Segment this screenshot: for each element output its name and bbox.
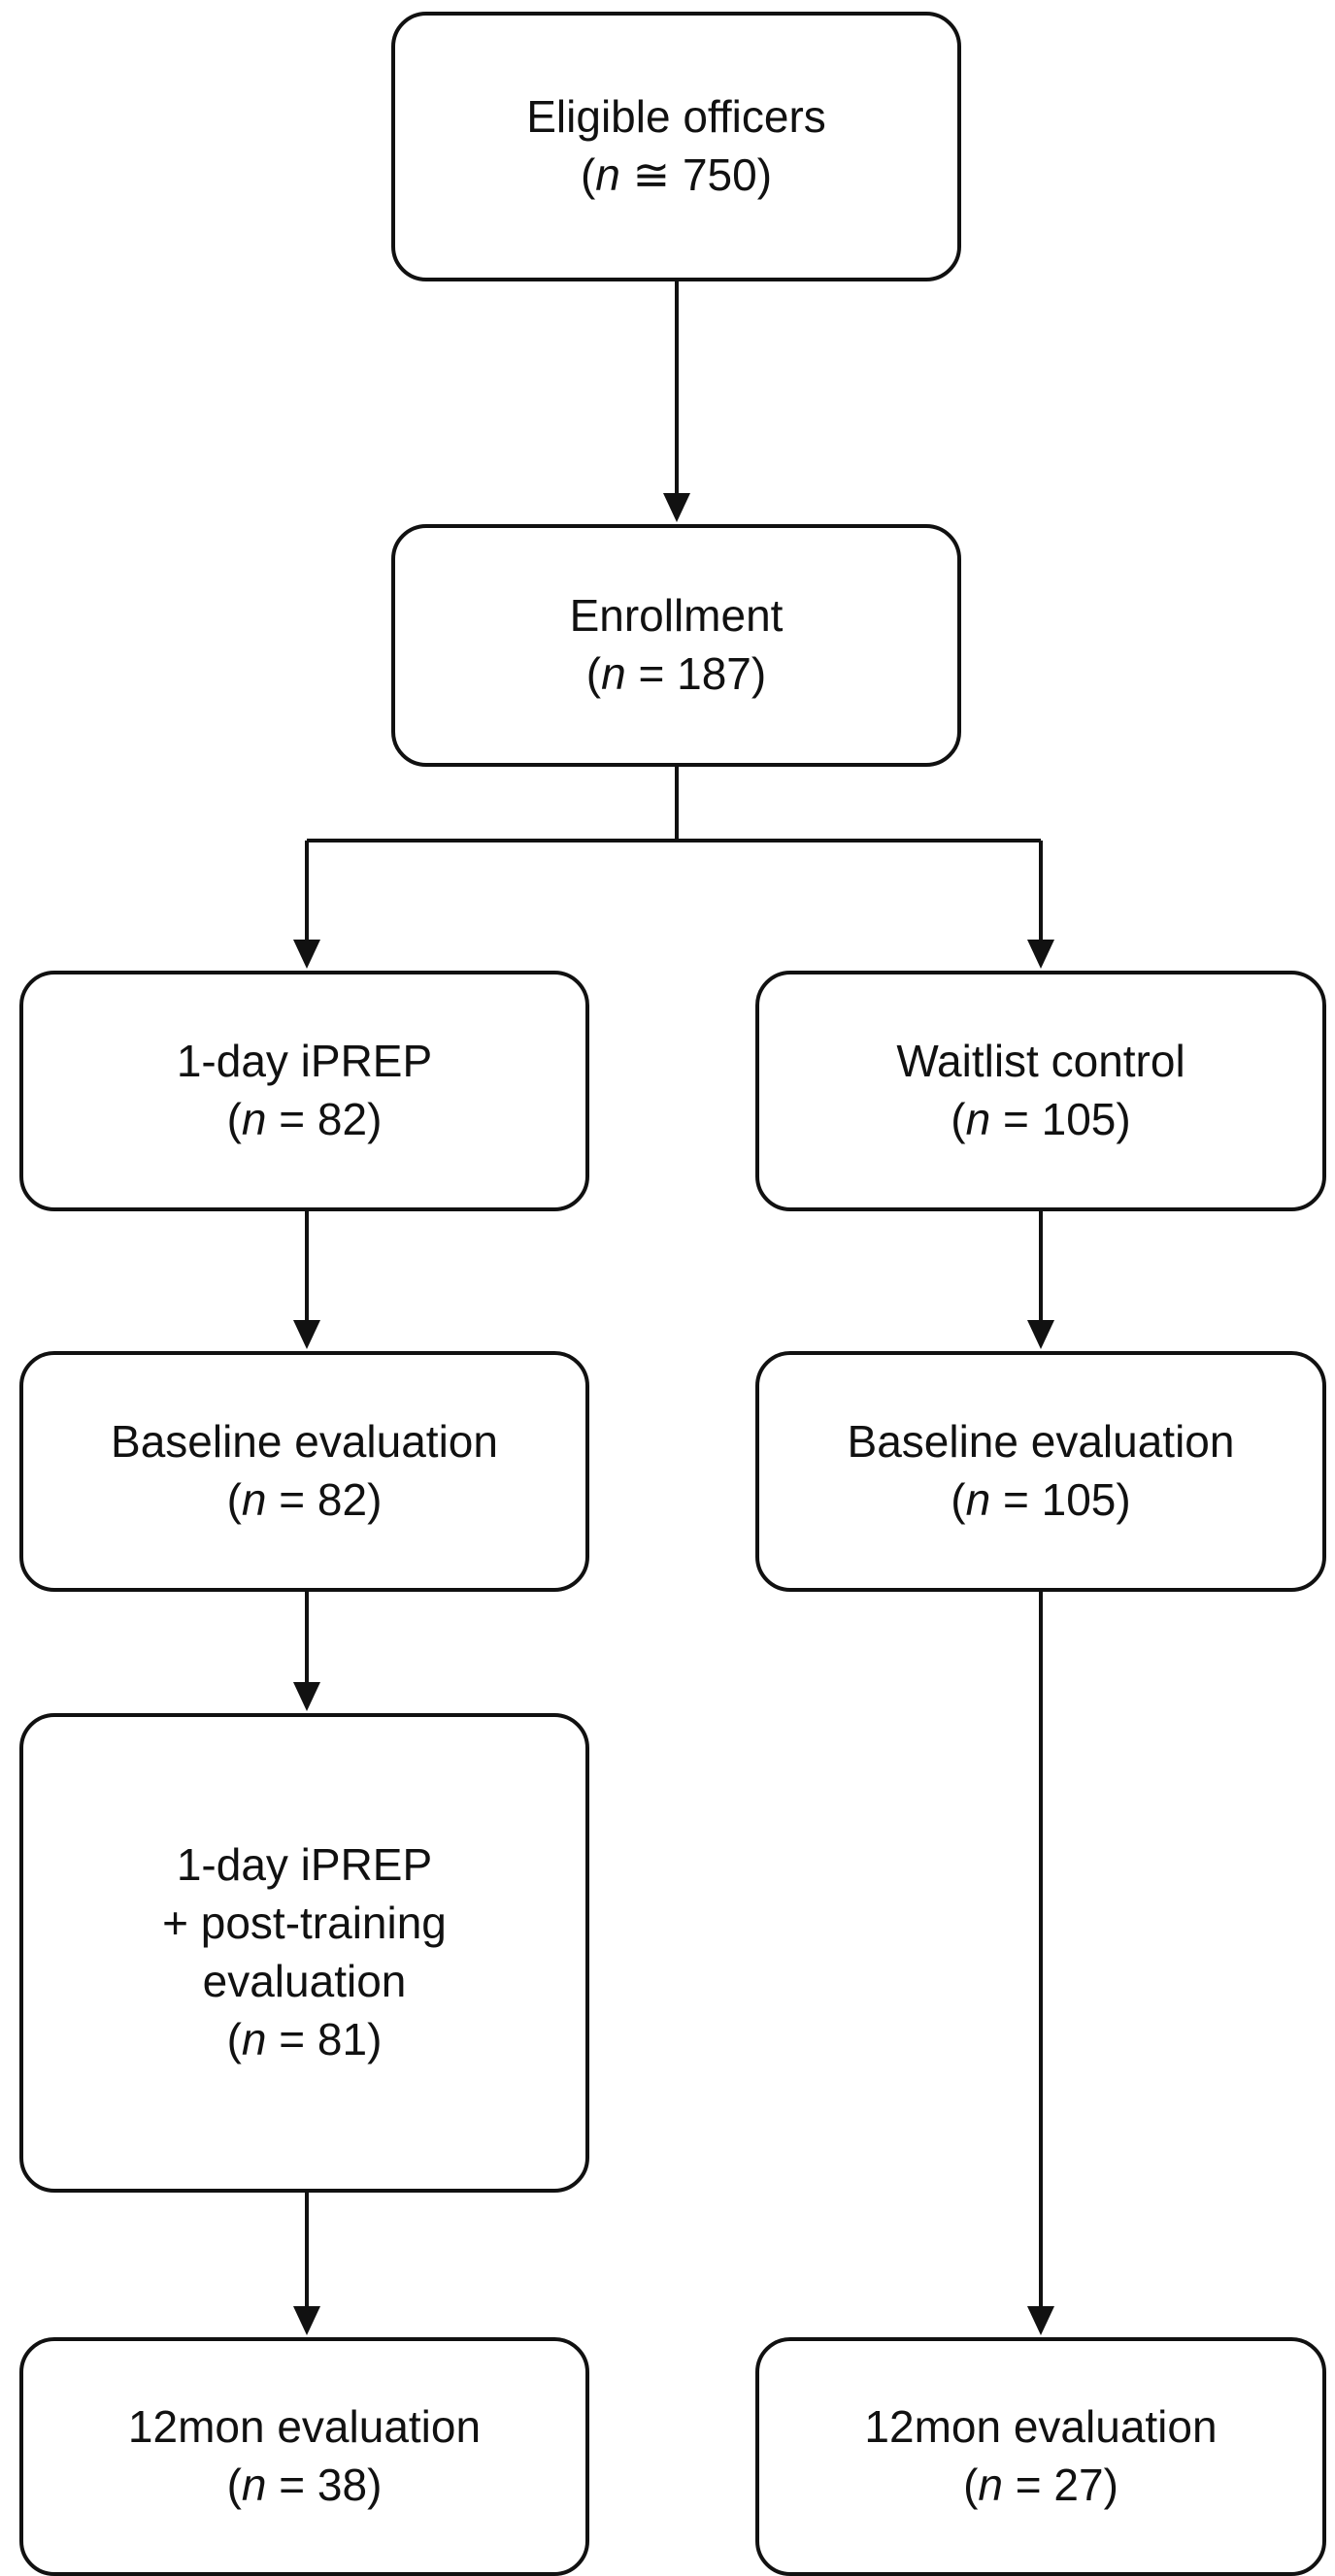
control-12mon-box: 12mon evaluation (n = 27) <box>755 2337 1326 2576</box>
control-baseline-count: (n = 105) <box>951 1474 1131 1525</box>
arrowhead-baseline-left <box>293 1320 320 1349</box>
iprep-baseline-label: Baseline evaluation <box>111 1416 498 1468</box>
enrollment-count: (n = 187) <box>585 648 767 699</box>
n-symbol: n <box>241 1094 267 1144</box>
n-symbol: n <box>241 1474 267 1525</box>
eligible-label: Eligible officers <box>526 91 826 143</box>
n-symbol: n <box>965 1094 991 1144</box>
n-symbol: n <box>965 1474 991 1525</box>
arrowhead-12mon-left <box>293 2306 320 2335</box>
control-baseline-box: Baseline evaluation (n = 105) <box>755 1351 1326 1592</box>
post-training-label-line: evaluation <box>202 1956 407 2006</box>
n-symbol: n <box>241 2013 267 2064</box>
eligible-count: (n ≅ 750) <box>580 149 773 200</box>
iprep-12mon-box: 12mon evaluation (n = 38) <box>19 2337 589 2576</box>
n-symbol: n <box>241 2460 267 2510</box>
arrowhead-baseline-right <box>1027 1320 1054 1349</box>
control-baseline-label: Baseline evaluation <box>847 1416 1235 1468</box>
connector-layer <box>293 281 1054 2335</box>
iprep-group-label: 1-day iPREP <box>176 1036 433 1087</box>
n-symbol: n <box>595 149 620 200</box>
enrollment-label: Enrollment <box>569 590 784 642</box>
arrowhead-post <box>293 1682 320 1711</box>
iprep-12mon-count: (n = 38) <box>226 2460 383 2510</box>
arrowhead-12mon-right <box>1027 2306 1054 2335</box>
iprep-baseline-box: Baseline evaluation (n = 82) <box>19 1351 589 1592</box>
post-training-box: 1-day iPREP + post-training evaluation (… <box>19 1713 589 2193</box>
n-symbol: n <box>601 648 626 699</box>
control-12mon-label: 12mon evaluation <box>864 2401 1218 2453</box>
n-symbol: n <box>978 2460 1003 2510</box>
enrollment-box: Enrollment (n = 187) <box>391 524 961 767</box>
post-training-label-line: + post-training <box>162 1898 447 1949</box>
arrowhead-waitlist <box>1027 940 1054 969</box>
waitlist-label: Waitlist control <box>896 1036 1185 1087</box>
arrowhead-enrollment <box>663 493 690 522</box>
iprep-baseline-count: (n = 82) <box>226 1474 383 1525</box>
iprep-12mon-label: 12mon evaluation <box>127 2401 482 2453</box>
post-training-count: (n = 81) <box>226 2013 383 2064</box>
arrowhead-iprep <box>293 940 320 969</box>
iprep-group-box: 1-day iPREP (n = 82) <box>19 971 589 1211</box>
control-12mon-count: (n = 27) <box>963 2460 1118 2510</box>
eligible-officers-box: Eligible officers (n ≅ 750) <box>391 12 961 281</box>
flow-diagram: Eligible officers (n ≅ 750) Enrollment (… <box>19 12 1326 2576</box>
post-training-label-line: 1-day iPREP <box>176 1839 433 1891</box>
waitlist-count: (n = 105) <box>951 1094 1131 1144</box>
waitlist-control-box: Waitlist control (n = 105) <box>755 971 1326 1211</box>
iprep-group-count: (n = 82) <box>226 1094 383 1144</box>
